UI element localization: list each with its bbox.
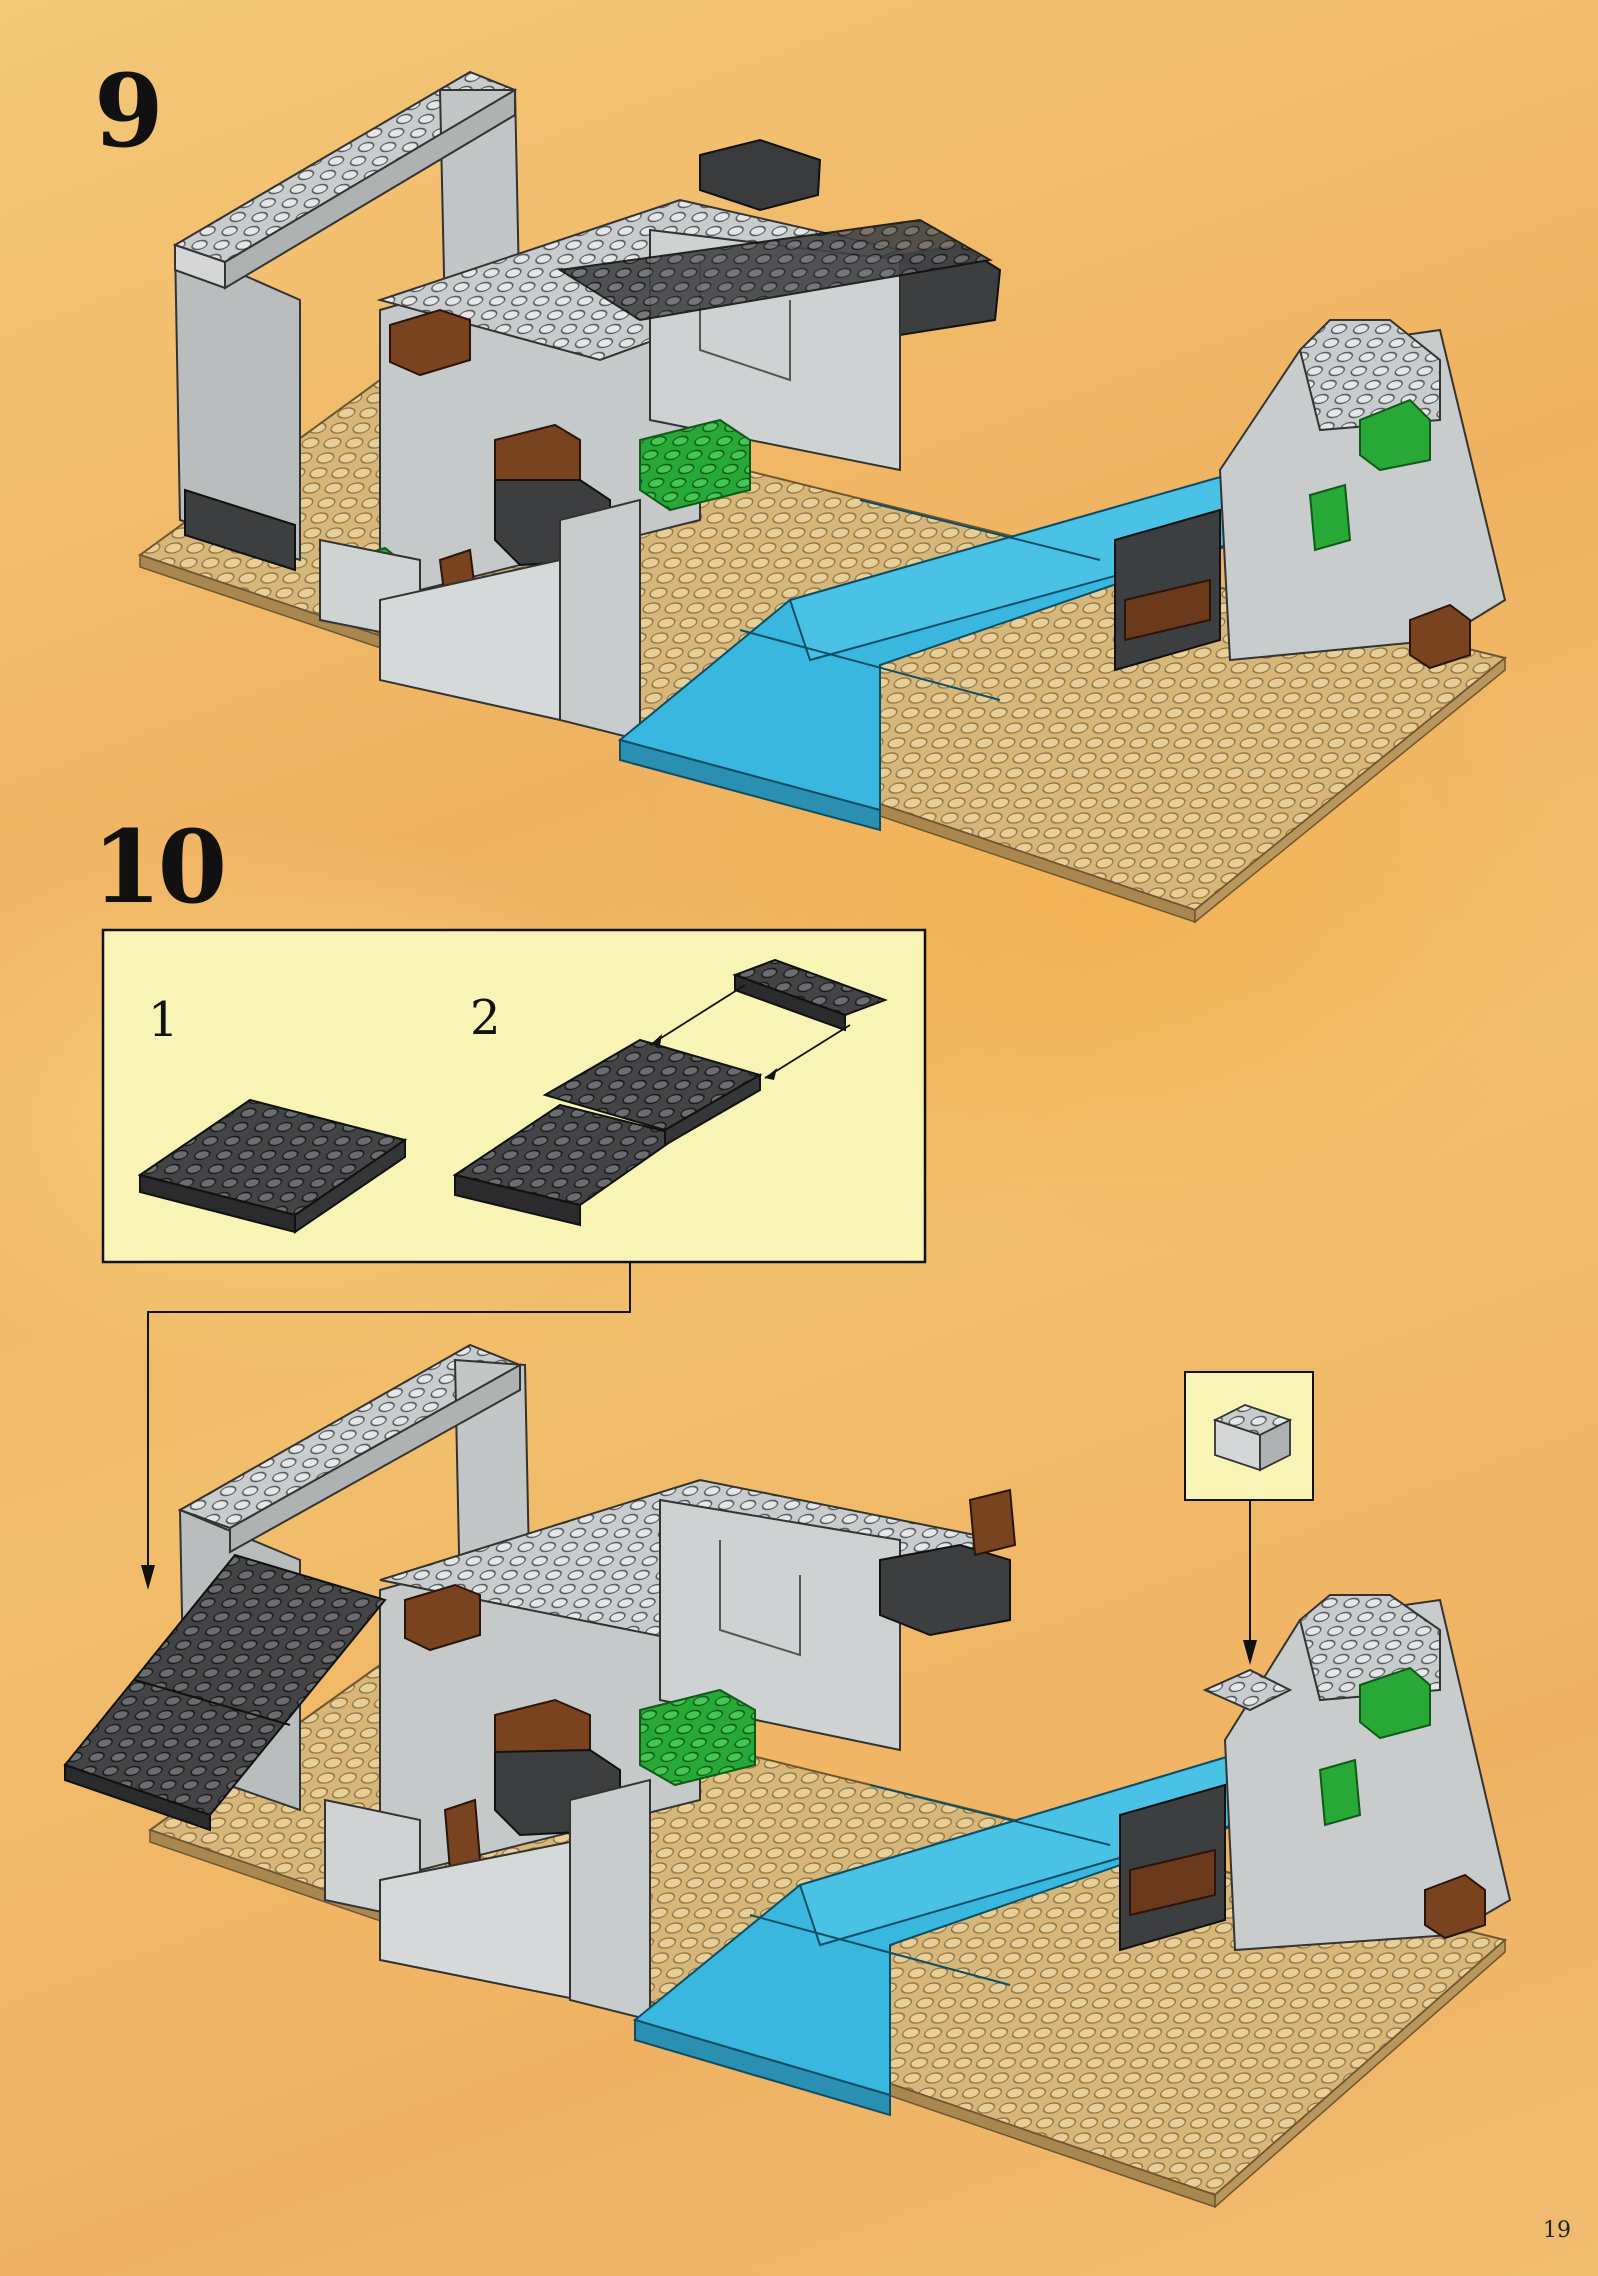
sub-assembly-callout: [103, 930, 925, 1262]
sub-step-1: 1: [148, 992, 179, 1048]
sub-step-2: 2: [470, 990, 501, 1046]
step9-model: [140, 72, 1505, 922]
page-number: 19: [1543, 2218, 1571, 2243]
brick-callout: [1185, 1372, 1313, 1665]
